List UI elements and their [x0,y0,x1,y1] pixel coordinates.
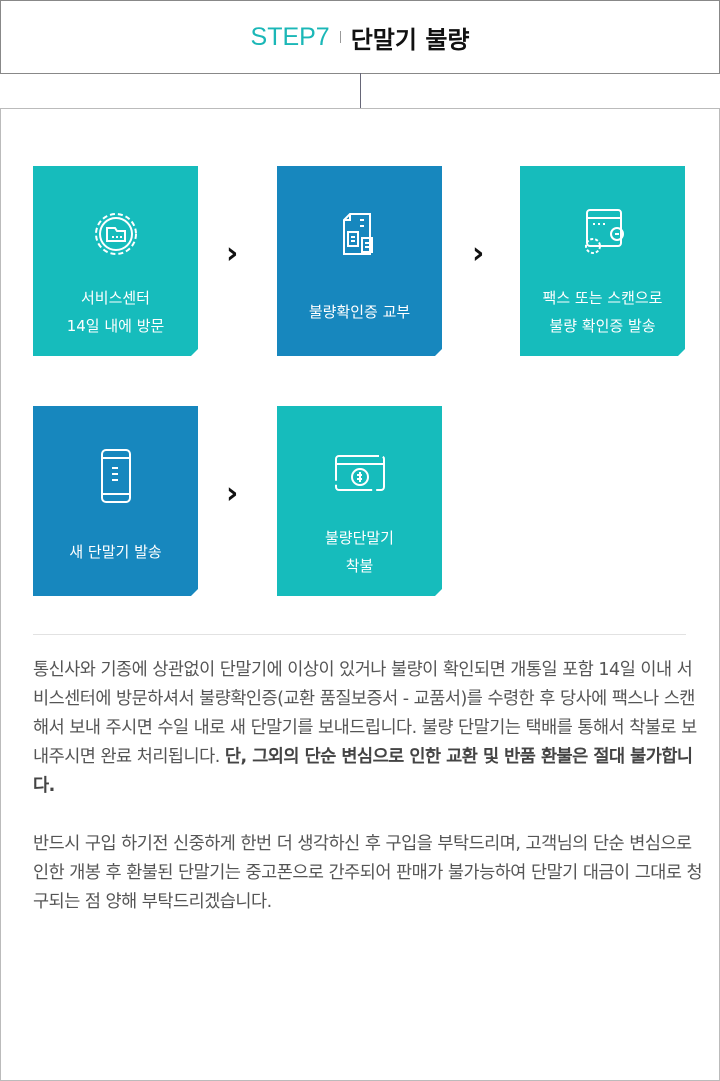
step-title: 단말기 불량 [350,25,470,54]
description: 통신사와 기종에 상관없이 단말기에 이상이 있거나 불량이 확인되면 개통일 … [33,656,703,917]
chevron-right-icon: › [472,236,485,271]
document-icon [332,206,388,262]
connector-line [360,73,361,108]
warning-text: 단, 그외의 단순 변심으로 인한 교환 및 반품 환불은 절대 불가합니다. [33,747,693,796]
step-card-new-device: 새 단말기 발송 [33,406,198,596]
step-card-fax-scan: 팩스 또는 스캔으로 불량 확인증 발송 [520,166,685,356]
paragraph-1: 통신사와 기종에 상관없이 단말기에 이상이 있거나 불량이 확인되면 개통일 … [33,656,703,801]
step-header: STEP7 단말기 불량 [0,0,720,74]
chevron-right-icon: › [226,476,239,511]
text: 통신사와 기종에 상관없이 단말기에 이상이 있거나 불량이 확인되면 개통일 … [33,660,697,767]
step-card-cod-return: 불량단말기 착불 [277,406,442,596]
paragraph-2: 반드시 구입 하기전 신중하게 한번 더 생각하신 후 구입을 부탁드리며, 고… [33,834,703,912]
divider [33,634,686,635]
step-label: 불량확인증 교부 [308,303,411,321]
smartphone-icon [88,446,144,506]
step-label: 불량단말기 착불 [324,529,394,575]
step-number: STEP7 [250,22,330,51]
fax-scan-icon [573,206,633,262]
step-label: 새 단말기 발송 [69,543,162,561]
step-card-visit-center: 서비스센터 14일 내에 방문 [33,166,198,356]
step-label: 팩스 또는 스캔으로 불량 확인증 발송 [542,289,663,335]
gear-folder-icon [88,206,144,262]
step-label: 서비스센터 14일 내에 방문 [66,289,165,335]
step-card-certificate: 불량확인증 교부 [277,166,442,356]
divider [339,31,341,43]
chevron-right-icon: › [226,236,239,271]
payment-icon [330,446,390,502]
